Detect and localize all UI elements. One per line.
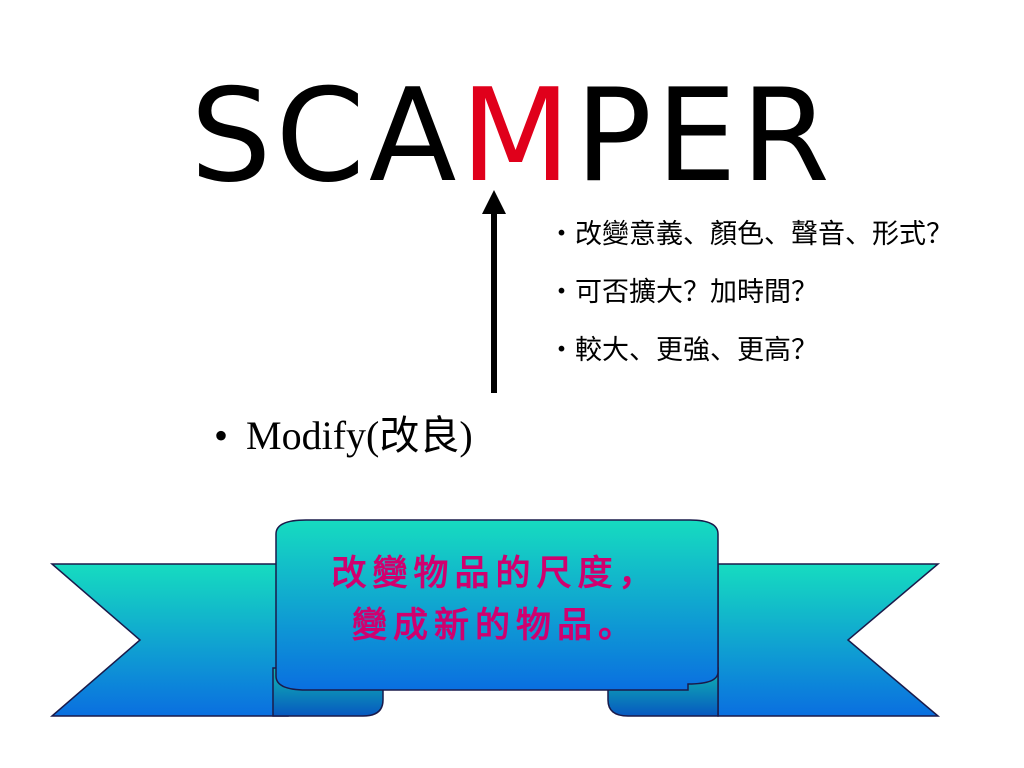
- banner-line-1: 改變物品的尺度，: [331, 553, 660, 594]
- up-arrow-icon: [482, 190, 506, 393]
- banner-text: 改變物品的尺度， 變成新的物品。: [278, 548, 713, 652]
- modify-bullet: • Modify(改良): [214, 403, 473, 461]
- question-item: ・較大、更強、更高？: [548, 335, 818, 366]
- ribbon-banner: [49, 519, 941, 717]
- title-post: PER: [574, 62, 834, 211]
- modify-questions-list: ・改變意義、顏色、聲音、形式？ ・可否擴大？加時間？ ・較大、更強、更高？: [548, 218, 968, 392]
- banner-line-2: 變成新的物品。: [351, 605, 639, 646]
- question-item: ・改變意義、顏色、聲音、形式？: [548, 219, 953, 250]
- scamper-title: SCAMPER: [0, 62, 1024, 212]
- modify-label: Modify(改良): [246, 413, 473, 458]
- title-pre: SCA: [190, 62, 461, 211]
- title-highlight-m: M: [460, 62, 575, 211]
- question-item: ・可否擴大？加時間？: [548, 277, 818, 308]
- bullet-dot: •: [214, 413, 229, 458]
